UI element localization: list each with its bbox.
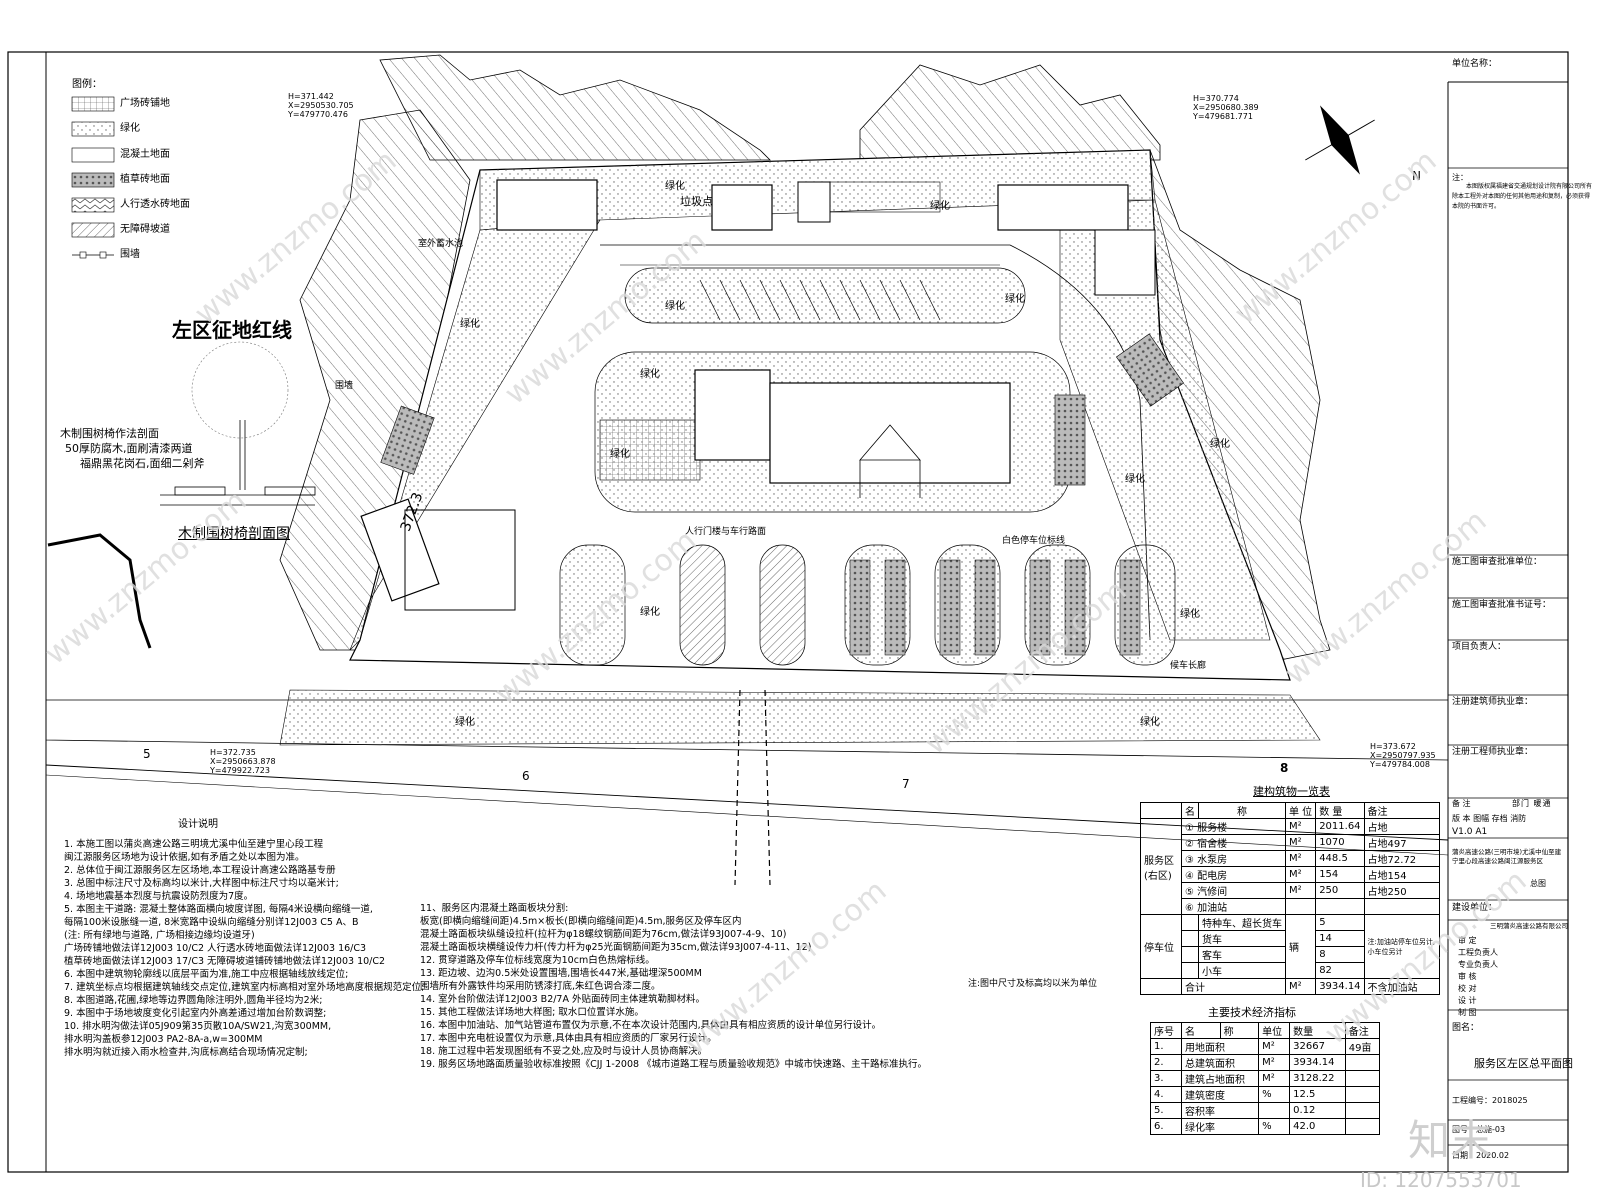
legend-title: 图例： (72, 79, 102, 90)
axis-number-6: 6 (522, 769, 530, 783)
tb-remark: 备 注 (1452, 799, 1471, 808)
label-bus-shelter: 候车长廊 (1170, 661, 1207, 671)
label-outdoor-pool: 室外蓄水池 (418, 239, 464, 249)
tb-review-1: 施工图审查批准单位： (1452, 557, 1543, 567)
tb-client-label: 建设单位： (1452, 903, 1498, 913)
design-notes-body: 1. 本施工图以蒲炎高速公路三明境尤溪中仙至建宁里心段工程 闽江源服务区场地为设… (64, 839, 425, 1058)
label-greening-8: 绿化 (1210, 439, 1230, 450)
label-greening-7: 绿化 (610, 449, 630, 460)
label-parking-line: 白色停车位标线 (1002, 536, 1066, 546)
bench-section-title: 木制围树椅剖面图 (178, 526, 290, 542)
design-notes-title: 设计说明 (178, 819, 218, 830)
label-greening-11: 绿化 (1180, 609, 1200, 620)
legend-item-greening: 绿化 (120, 123, 140, 134)
bench-note-2: 50厚防腐木,面刷清漆两道 (65, 442, 193, 455)
label-crosswalk: 人行门楼与车行路面 (685, 527, 767, 537)
tb-drawing-name: 服务区左区总平面图 (1474, 1057, 1573, 1070)
legend-item-fence: 围墙 (120, 249, 140, 260)
tb-drawing-label: 图名： (1452, 1023, 1480, 1033)
legend-item-plaza-brick: 广场砖铺地 (120, 98, 170, 109)
tb-note-text-3: 本院的书面许可。 (1452, 203, 1501, 210)
tech-table-title: 主要技术经济指标 (1208, 1006, 1296, 1019)
tb-note-text-1: 本图版权属福建省交通规划设计院有限公司所有 (1466, 183, 1593, 190)
brand-logo: 知末 (1408, 1116, 1493, 1165)
image-id-label: ID: 1207553701 (1360, 1168, 1522, 1192)
tb-client: 三明蒲炎高速公路有限公司 (1490, 922, 1568, 930)
legend-item-concrete: 混凝土地面 (120, 149, 170, 160)
axis-number-5: 5 (143, 747, 151, 761)
label-greening-5: 绿化 (1005, 294, 1025, 305)
building-table-title: 建构筑物一览表 (1253, 785, 1330, 798)
axis-number-7: 7 (902, 777, 910, 791)
tb-reg-eng: 注册工程师执业章： (1452, 747, 1534, 757)
tb-note-title: 注： (1452, 173, 1468, 182)
label-greening-12: 绿化 (455, 717, 475, 728)
design-notes-continued: 11、服务区内混凝土路面板块分割: 板宽(即横向缩缝间距)4.5m×板长(即横向… (420, 903, 928, 1070)
fence-label: 围墙 (335, 381, 354, 391)
label-greening-4: 绿化 (665, 301, 685, 312)
label-greening-3: 绿化 (460, 319, 480, 330)
north-label: N (1412, 169, 1421, 183)
tb-version-headers: 版 本 图幅 存档 消防 (1452, 814, 1527, 823)
tb-review-2: 施工图审查批准书证号： (1452, 600, 1552, 610)
bench-note-1: 木制围树椅作法剖面 (60, 427, 159, 440)
label-greening-1: 绿化 (665, 181, 685, 192)
tb-note-text-2: 除本工程外对本图的任何其他用途和复制，必须获得 (1452, 193, 1591, 200)
tb-date: 日期：2020.02 (1452, 1151, 1510, 1160)
tb-reg-arch: 注册建筑师执业章： (1452, 697, 1534, 707)
unit-note: 注:图中尺寸及标高均以米为单位 (968, 979, 1098, 989)
tb-project-name: 蒲炎高速公路(三明市境)尤溪中仙至建宁里心段高速公路闽江源服务区 (1452, 848, 1562, 865)
tb-version: V1.0 A1 (1452, 827, 1488, 837)
red-line-title: 左区征地红线 (172, 318, 292, 342)
tb-sign-rows: 审 定工程负责人 专业负责人审 核 校 对设 计 制 图 (1458, 936, 1498, 1017)
label-garbage: 垃圾点 (680, 195, 713, 208)
axis-number-8: 8 (1280, 761, 1289, 775)
legend-item-permeable-brick: 人行透水砖地面 (120, 199, 190, 210)
legend-item-grass-brick: 植草砖地面 (120, 174, 170, 185)
legend-item-barrier-free-ramp: 无障碍坡道 (120, 224, 170, 235)
tb-project-sub: 总图 (1530, 879, 1546, 888)
tb-owner: 项目负责人： (1452, 642, 1507, 652)
label-greening-10: 绿化 (640, 607, 660, 618)
tb-drawing-no: 图号：总施-03 (1452, 1125, 1506, 1134)
label-greening-6: 绿化 (640, 369, 660, 380)
tb-dept-headers: 部门 暖通 (1512, 799, 1552, 808)
bench-note-3: 福鼎黑花岗石,面细二剁斧 (80, 457, 205, 470)
label-greening-2: 绿化 (930, 201, 950, 212)
tb-project-no: 工程编号：2018025 (1452, 1096, 1528, 1105)
tb-unit-label: 单位名称： (1452, 59, 1498, 69)
label-greening-9: 绿化 (1125, 474, 1145, 485)
label-greening-13: 绿化 (1140, 717, 1160, 728)
